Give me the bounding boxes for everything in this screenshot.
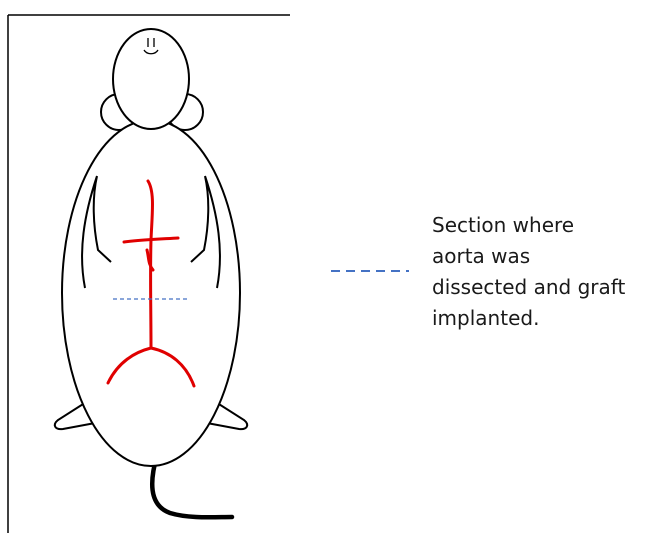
legend-label: Section where aorta was dissected and gr… xyxy=(432,210,662,334)
rat-head xyxy=(113,29,189,129)
